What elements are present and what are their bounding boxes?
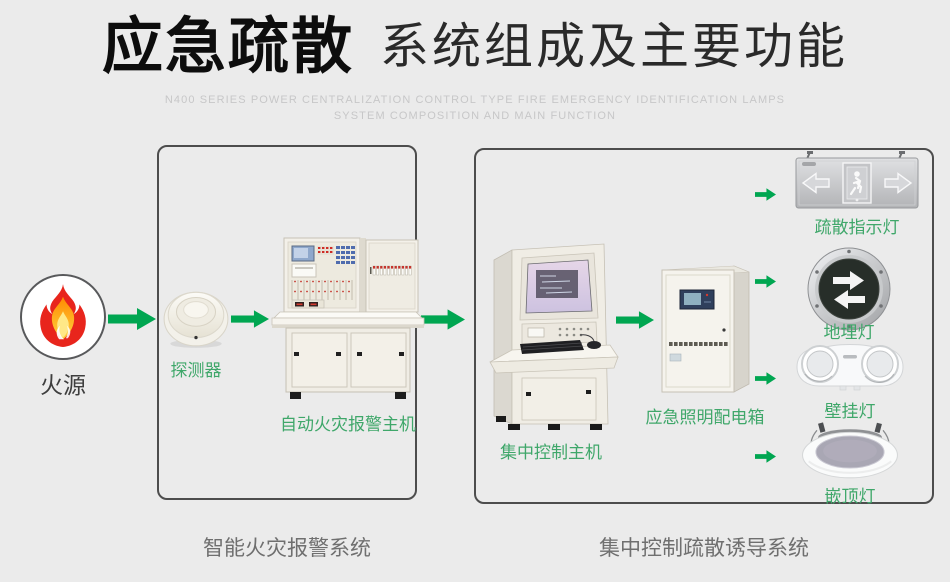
wall-lamp-label: 壁挂灯 (824, 402, 876, 421)
group2-caption: 集中控制疏散诱导系统 (599, 537, 809, 560)
flow-arrow-icon (616, 311, 654, 329)
subtitle-line-2: SYSTEM COMPOSITION AND MAIN FUNCTION (333, 110, 617, 122)
ground-lamp-label: 地埋灯 (823, 323, 875, 342)
flow-arrow-icon (231, 310, 269, 328)
flow-arrow-icon (755, 275, 776, 288)
subtitle: N400 SERIES POWER CENTRALIZATION CONTROL… (0, 92, 950, 124)
title-primary: 应急疏散 (101, 12, 354, 80)
flow-arrow-icon (108, 308, 156, 330)
ground-lamp-image (807, 247, 891, 331)
control-host-image (489, 243, 619, 430)
fire-source-badge (20, 274, 106, 360)
alarm-host-label: 自动火灾报警主机 (280, 415, 416, 434)
ceiling-lamp-label: 嵌顶灯 (824, 487, 876, 506)
flame-icon (40, 284, 86, 347)
fire-source-label: 火源 (40, 372, 86, 398)
control-host-label: 集中控制主机 (500, 443, 602, 462)
flow-arrow-icon (421, 309, 465, 330)
page-title: 应急疏散 系统组成及主要功能 (0, 10, 950, 82)
smoke-detector-image (163, 291, 229, 348)
exit-sign-label: 疏散指示灯 (814, 218, 900, 237)
subtitle-line-1: N400 SERIES POWER CENTRALIZATION CONTROL… (164, 94, 786, 106)
flow-arrow-icon (755, 188, 776, 201)
flow-arrow-icon (755, 372, 776, 385)
dist-box-label: 应急照明配电箱 (645, 408, 765, 427)
title-secondary: 系统组成及主要功能 (380, 20, 849, 74)
detector-label: 探测器 (170, 361, 222, 380)
wall-lamp-image (796, 344, 904, 391)
fire-alarm-host-image (271, 237, 425, 399)
flow-arrow-icon (755, 450, 776, 463)
guidance-system-group-box (474, 148, 934, 504)
power-distribution-box-image (661, 265, 750, 393)
ceiling-lamp-image (802, 422, 898, 479)
exit-sign-image (795, 151, 919, 209)
group1-caption: 智能火灾报警系统 (203, 537, 371, 560)
